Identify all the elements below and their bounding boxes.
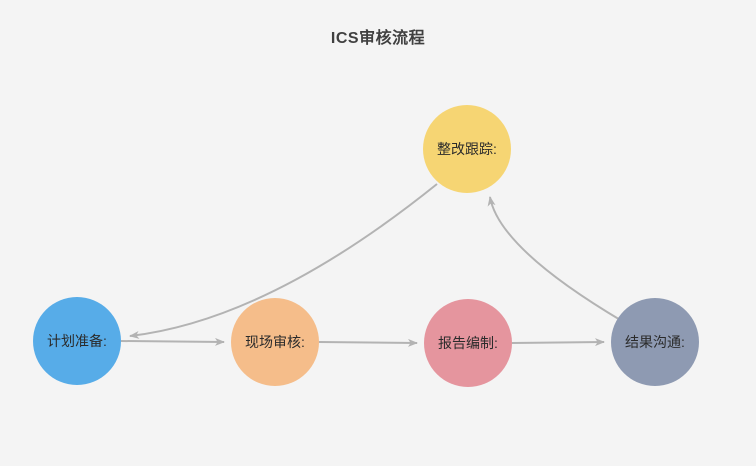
node-followup-label: 整改跟踪: <box>437 141 497 157</box>
node-plan-label: 计划准备: <box>47 333 107 349</box>
page-title: ICS审核流程 <box>330 30 426 47</box>
node-report-label: 报告编制: <box>438 335 498 351</box>
node-onsite-audit[interactable]: 现场审核: <box>231 298 319 386</box>
edge-plan-to-onsite <box>120 337 225 346</box>
edge-followup-to-plan <box>129 183 438 339</box>
node-communicate[interactable]: 结果沟通: <box>611 298 699 386</box>
node-followup[interactable]: 整改跟踪: <box>423 105 511 193</box>
node-onsite-audit-label: 现场审核: <box>245 334 305 350</box>
node-plan[interactable]: 计划准备: <box>33 297 121 385</box>
edge-report-to-communicate <box>511 338 605 347</box>
node-communicate-label: 结果沟通: <box>625 334 685 350</box>
edge-onsite-to-report <box>318 338 418 347</box>
edge-communicate-to-followup <box>487 196 623 322</box>
node-report[interactable]: 报告编制: <box>424 299 512 387</box>
